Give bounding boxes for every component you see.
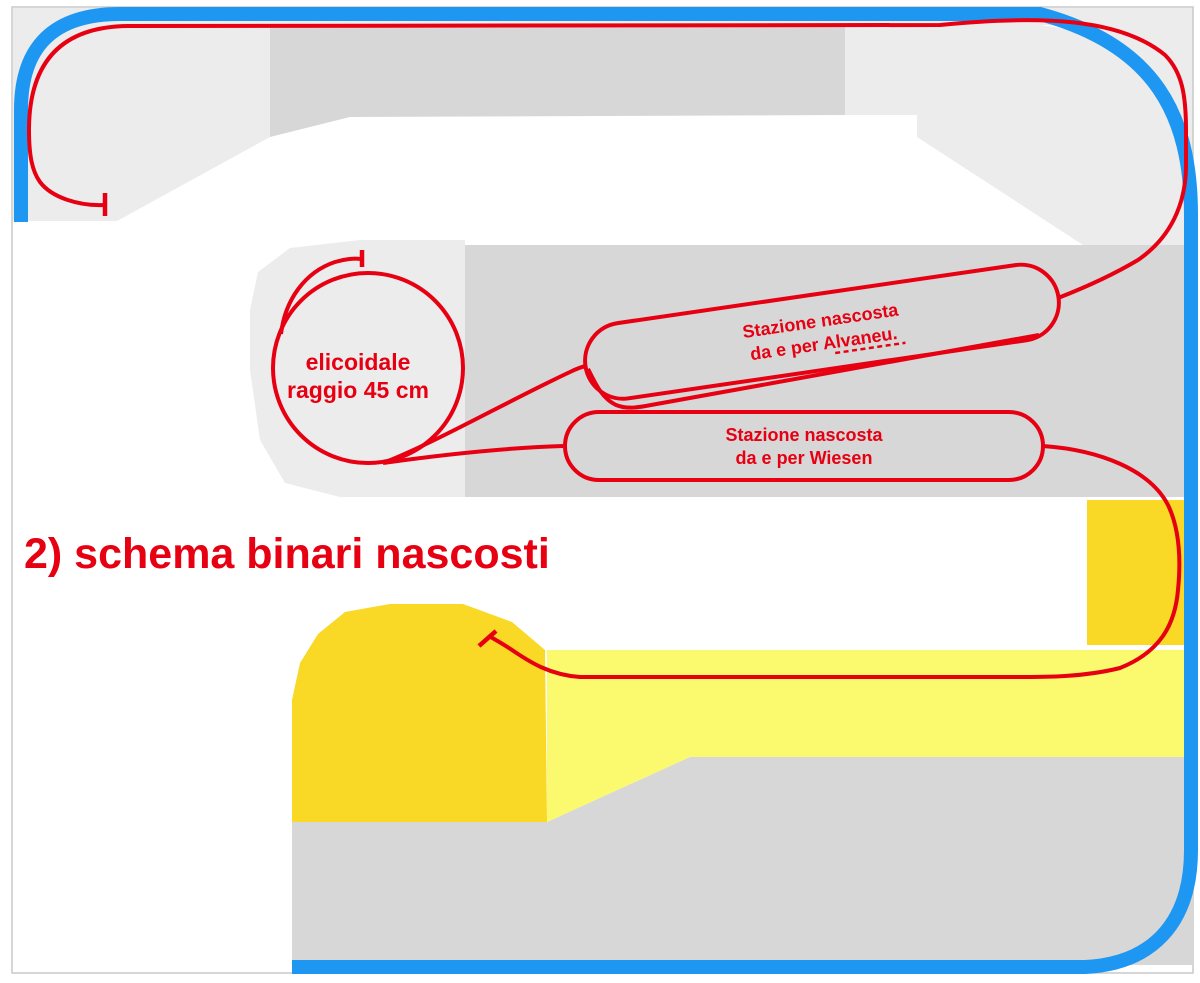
station-alvaneu: Stazione nascosta da e per Alvaneu.	[583, 262, 1061, 401]
board-area-top-left	[13, 8, 270, 221]
yellow-block-right	[1087, 500, 1184, 645]
helix-circle	[271, 271, 465, 465]
alvaneu-dashed-underline	[835, 341, 906, 355]
station-wiesen: Stazione nascosta da e per Wiesen	[563, 410, 1045, 482]
station-alvaneu-outline	[583, 262, 1061, 401]
siding-alvaneu	[586, 333, 1040, 410]
yellow-areas	[292, 500, 1184, 822]
connector-wiesen-yellow	[488, 444, 1182, 680]
board-area-bottom-band	[292, 757, 1192, 965]
connector-helix-alvaneu	[387, 364, 587, 463]
blue-room-border	[14, 7, 1198, 974]
board-area-corner-wedge	[1030, 8, 1193, 210]
page-title: 2) schema binari nascosti	[24, 530, 550, 578]
connector-helix-wiesen	[382, 444, 564, 465]
red-tracks	[27, 18, 1188, 680]
helix-label-line2: raggio 45 cm	[287, 377, 429, 403]
board-area-top-middle	[270, 25, 845, 137]
board-area-helix	[250, 240, 465, 497]
baseboard-areas	[13, 8, 1193, 965]
helix-label-line1: elicoidale	[306, 349, 411, 375]
yellow-strip	[547, 650, 1184, 822]
board-area-top-right	[845, 25, 1184, 245]
helix-entry-arc	[279, 256, 361, 335]
buffer-stop-yellow	[477, 629, 498, 648]
main-line	[27, 18, 1188, 300]
station-wiesen-label-line2: da e per Wiesen	[736, 448, 873, 468]
station-wiesen-outline	[563, 410, 1045, 482]
station-wiesen-label-line1: Stazione nascosta	[725, 425, 883, 445]
yellow-hill-left	[292, 604, 547, 822]
